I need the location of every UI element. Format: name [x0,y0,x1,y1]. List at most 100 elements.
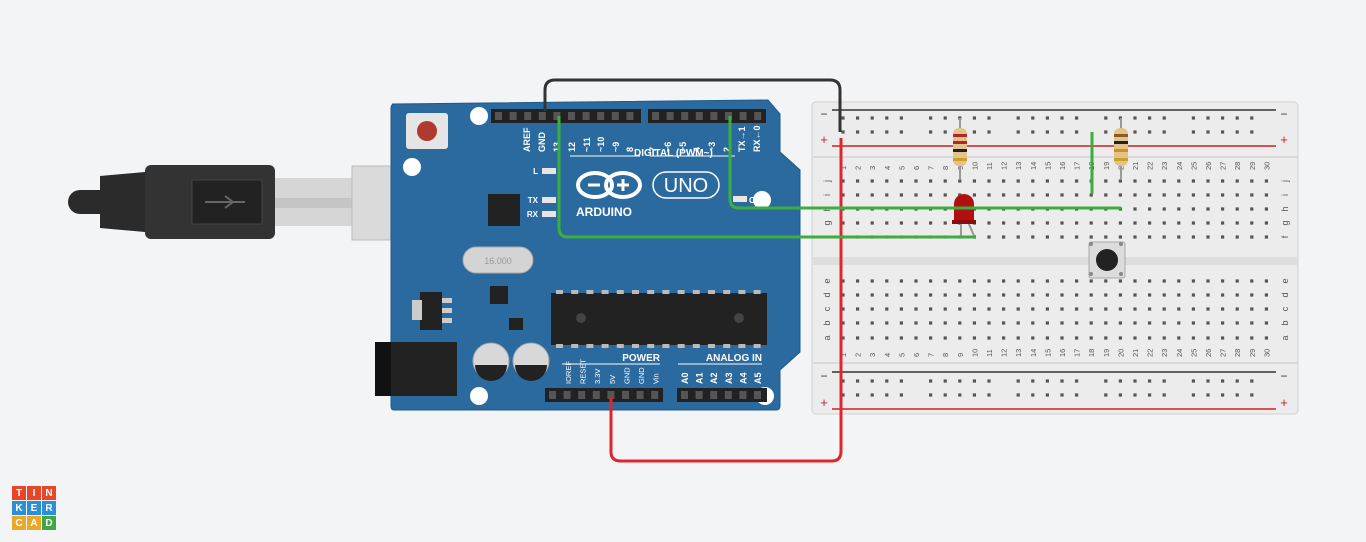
column-number: 24 [1175,349,1184,357]
column-number: 19 [1102,162,1111,170]
digital-label: DIGITAL (PWM~) [634,148,713,159]
voltage-regulator [420,292,442,330]
digital-header-right[interactable] [648,109,766,123]
row-label: b [1280,320,1290,325]
row-label: a [1280,335,1290,340]
atmega-chip [551,290,767,348]
column-number: 14 [1029,162,1038,170]
column-number: 8 [941,353,950,357]
column-number: 17 [1073,349,1082,357]
push-button[interactable] [1088,241,1126,279]
resistor-1[interactable] [953,118,967,180]
column-number: 5 [897,353,906,357]
analog-pin-label: A0 [680,372,690,384]
power-pin-label: IOREF [564,361,573,384]
row-label: g [1280,220,1290,225]
resistor-2[interactable] [1114,118,1128,180]
column-number: 5 [897,166,906,170]
row-label: a [822,335,832,340]
pin-label: ~3 [707,142,717,152]
column-number: 15 [1043,162,1052,170]
row-label: j [1280,180,1290,183]
column-number: 21 [1131,349,1140,357]
column-number: 23 [1160,349,1169,357]
row-label: c [822,306,832,311]
power-pin-label: RESET [579,359,588,384]
column-number: 7 [927,353,936,357]
logo-letter: A [27,516,41,530]
on-led [733,196,747,202]
pin-label: ~9 [611,142,621,152]
column-number: 2 [854,166,863,170]
logo-letter: K [12,501,26,515]
analog-label: ANALOG IN [706,353,762,364]
row-label: i [822,194,832,196]
pin-label: GND [537,132,547,153]
column-number: 13 [1014,349,1023,357]
power-header[interactable] [545,388,663,402]
column-number: 25 [1189,349,1198,357]
power-pin-label: GND [622,367,631,384]
power-pin-label: 3.3V [593,369,602,384]
row-label: d [1280,292,1290,297]
usb-chip [488,194,520,226]
pin-label: AREF [522,127,532,152]
column-number: 27 [1219,349,1228,357]
analog-pin-label: A2 [709,372,719,384]
column-number: 13 [1014,162,1023,170]
logo-letter: C [12,516,26,530]
logo-letter: D [42,516,56,530]
logo-letter: R [42,501,56,515]
logo-letter: N [42,486,56,500]
column-number: 6 [912,166,921,170]
reset-button[interactable] [406,113,448,149]
analog-header[interactable] [677,388,767,402]
rail-plus-label: + [1280,132,1288,147]
pin-label: TX→1 [737,126,747,152]
column-number: 11 [985,349,994,357]
row-label: f [1280,235,1290,238]
logo-letter: T [12,486,26,500]
pin-label: 12 [567,142,577,152]
power-pin-label: Vin [652,373,661,384]
column-number: 22 [1146,349,1155,357]
power-pin-label: 5V [608,375,617,384]
led-label: TX [528,196,539,205]
model-label: UNO [664,175,708,197]
row-label: g [822,220,832,225]
wires[interactable] [543,78,1121,463]
capacitor [512,342,550,381]
led-label: RX [527,210,539,219]
regulator-chip [509,318,523,330]
mounting-hole [403,158,421,176]
small-chip [490,286,508,304]
column-number: 25 [1189,162,1198,170]
rail-minus-label: − [820,369,827,383]
analog-pin-label: A1 [695,372,705,384]
column-number: 28 [1233,349,1242,357]
breadboard[interactable]: −−++−−++11223344556677889910101111121213… [811,101,1299,415]
column-number: 3 [868,166,877,170]
row-label: j [822,180,832,183]
analog-pin-label: A5 [753,372,763,384]
rail-minus-label: − [1280,107,1287,121]
row-label: c [1280,306,1290,311]
column-number: 12 [1000,349,1009,357]
pin-label: RX←0 [752,125,762,152]
crystal-label: 16.000 [484,256,512,266]
rail-plus-label: + [1280,395,1288,410]
column-number: 19 [1102,349,1111,357]
column-number: 22 [1146,162,1155,170]
column-number: 26 [1204,162,1213,170]
column-number: 14 [1029,349,1038,357]
column-number: 10 [970,349,979,357]
on-label: ON [749,196,761,205]
rail-minus-label: − [1280,369,1287,383]
analog-pin-label: A4 [738,372,748,384]
column-number: 26 [1204,349,1213,357]
pin-label: ~10 [596,137,606,152]
